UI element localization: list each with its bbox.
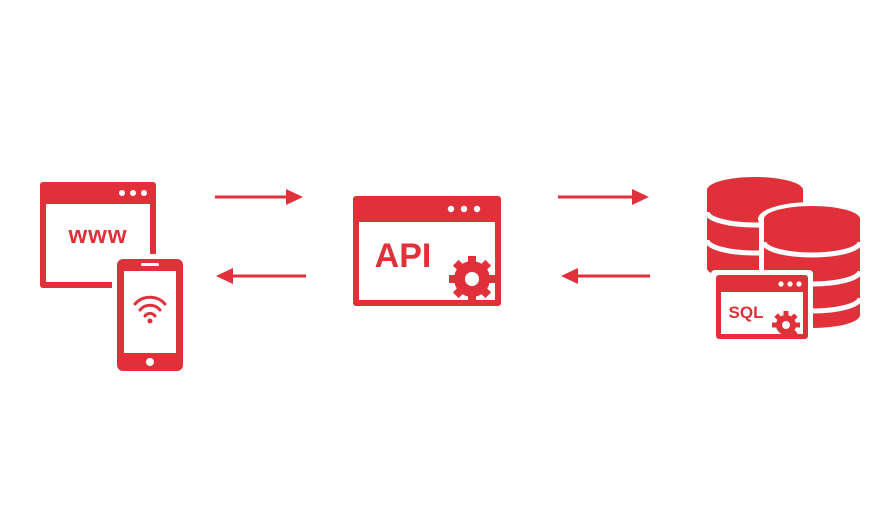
wifi-icon [133, 295, 167, 318]
sql-window-dot [787, 281, 793, 287]
arrow-right-icon [558, 189, 649, 205]
api-window-dot [473, 205, 481, 213]
phone-home-button [146, 358, 154, 366]
gear-icon [772, 311, 800, 337]
sql-label: SQL [729, 303, 764, 322]
sql-window-dot [778, 281, 784, 287]
wifi-dot [147, 318, 153, 324]
browser-dot [141, 190, 147, 196]
browser-dot [119, 190, 125, 196]
arrow-left-icon [216, 268, 306, 284]
api-window-dot [447, 205, 455, 213]
sql-window-dot [796, 281, 802, 287]
sql-window-icon: SQL [711, 270, 813, 344]
arrow-left-icon [561, 268, 650, 284]
arrow-right-icon [215, 189, 303, 205]
smartphone-wifi-icon [112, 254, 188, 376]
phone-speaker [141, 263, 159, 266]
api-window-gear-icon: API [353, 196, 501, 306]
browser-label: www [67, 222, 127, 249]
gear-icon [449, 256, 495, 302]
api-window-dot [460, 205, 468, 213]
database-stack-icon: SQL [704, 177, 867, 344]
browser-dot [130, 190, 136, 196]
api-label: API [375, 237, 432, 275]
